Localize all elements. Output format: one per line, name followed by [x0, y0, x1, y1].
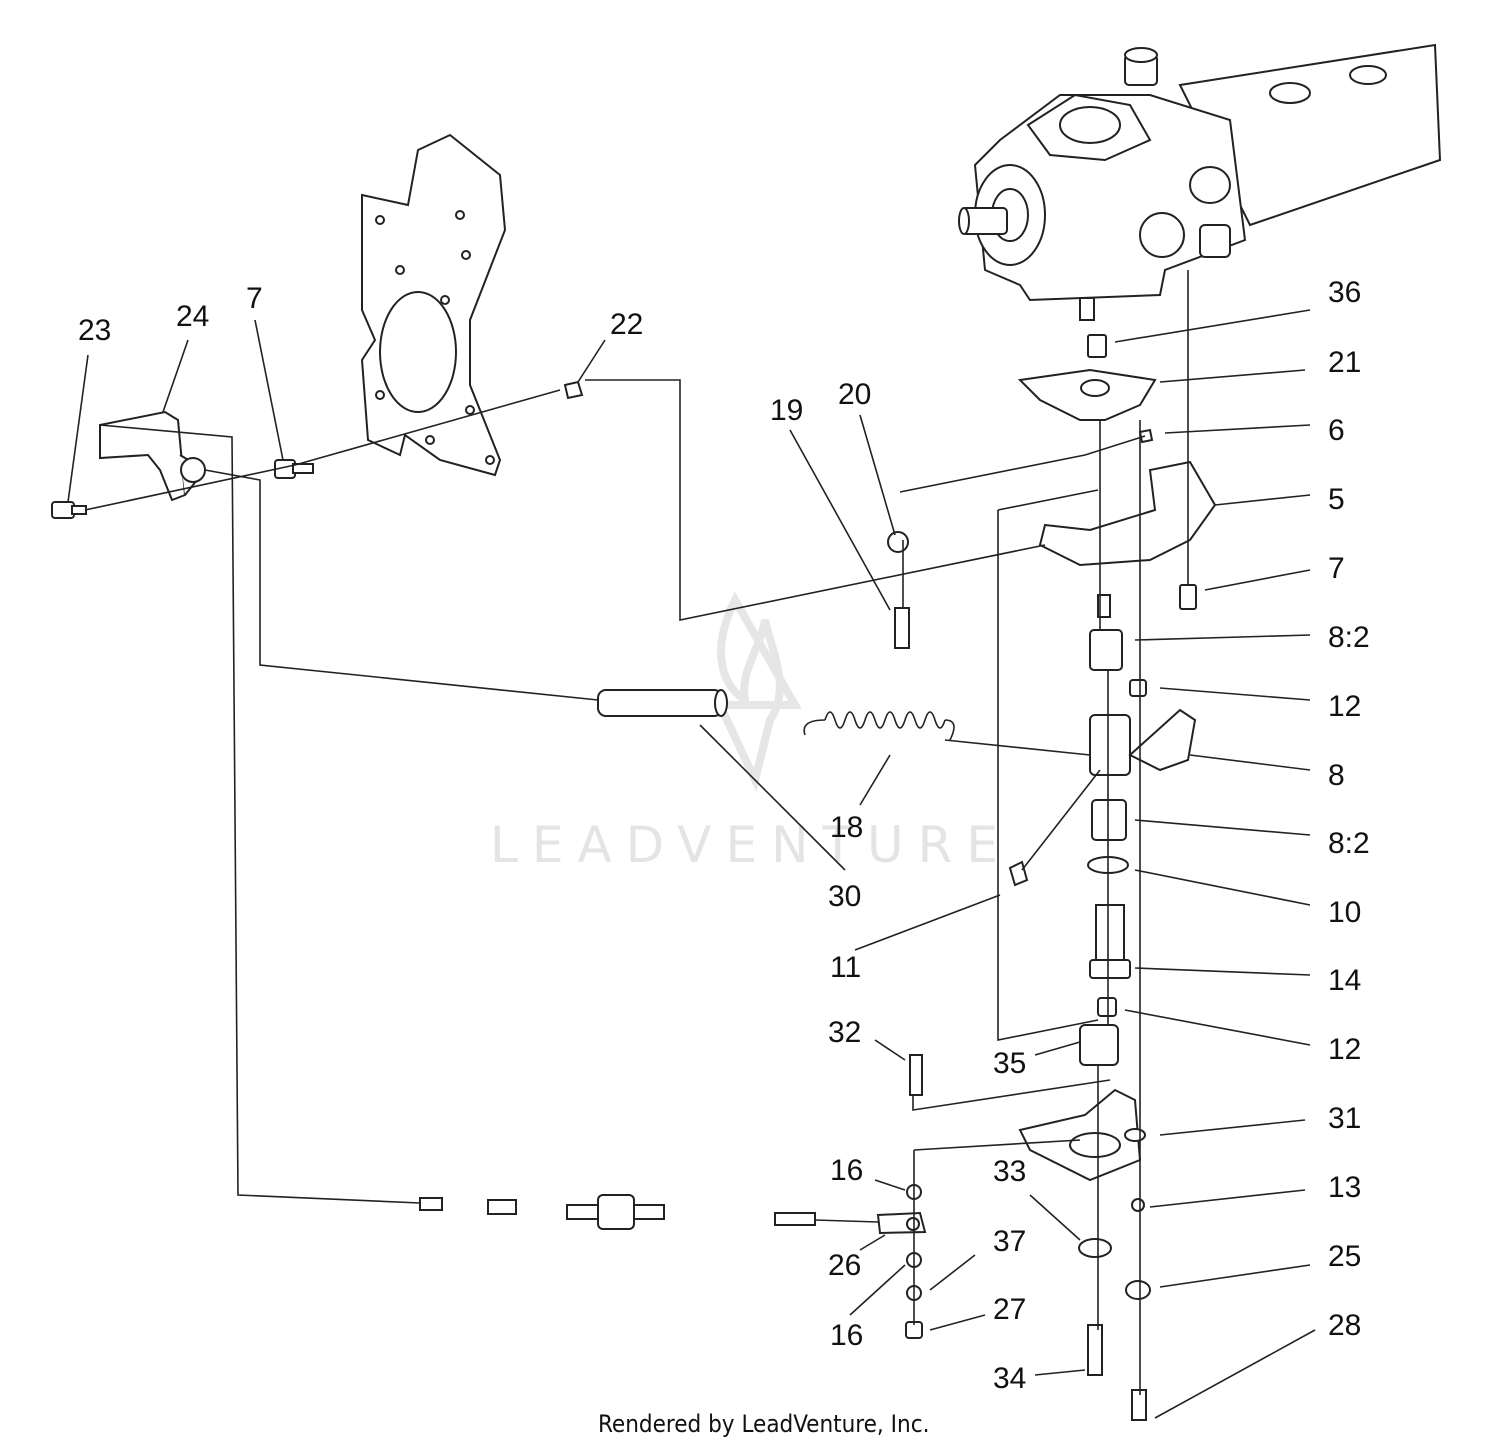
callout-5: 5	[1328, 483, 1345, 516]
callout-33: 33	[993, 1155, 1026, 1188]
callout-11: 11	[830, 951, 861, 984]
callout-7-left: 7	[246, 282, 263, 315]
callout-28: 28	[1328, 1309, 1361, 1342]
callout-18: 18	[830, 811, 863, 844]
callout-24: 24	[176, 300, 209, 333]
mounting-plate	[360, 133, 507, 477]
callout-12-lower: 12	[1328, 1033, 1361, 1066]
hydraulic-pump	[958, 43, 1442, 321]
callout-8-2-upper: 8:2	[1328, 621, 1370, 654]
leader-lines	[67, 309, 1316, 1419]
callout-26: 26	[828, 1249, 861, 1282]
callout-27: 27	[993, 1293, 1026, 1326]
callout-8-2-lower: 8:2	[1328, 827, 1370, 860]
callout-labels: 36 21 6 5 7 8:2 12 8 8:2 10 14 12 31 13 …	[78, 276, 1370, 1395]
callout-16-lower: 16	[830, 1319, 863, 1352]
callout-6: 6	[1328, 414, 1345, 447]
callout-25: 25	[1328, 1240, 1361, 1273]
callout-23: 23	[78, 314, 111, 347]
callout-34: 34	[993, 1362, 1026, 1395]
callout-32: 32	[828, 1016, 861, 1049]
callout-20: 20	[838, 378, 871, 411]
center-stack	[887, 334, 1217, 1421]
control-cable	[419, 1194, 927, 1235]
assembly-lines	[84, 270, 1189, 1395]
watermark-text: LEADVENTURE	[490, 816, 1012, 874]
callout-16-upper: 16	[830, 1154, 863, 1187]
left-hardware	[51, 380, 584, 519]
callout-22: 22	[610, 308, 643, 341]
watermark: LEADVENTURE	[490, 591, 1012, 874]
callout-14: 14	[1328, 964, 1361, 997]
callout-8: 8	[1328, 759, 1345, 792]
callout-31: 31	[1328, 1102, 1361, 1135]
callout-19: 19	[770, 394, 803, 427]
callout-10: 10	[1328, 896, 1361, 929]
callout-7-right: 7	[1328, 552, 1345, 585]
callout-13: 13	[1328, 1171, 1361, 1204]
callout-21: 21	[1328, 346, 1361, 379]
spring-and-sleeve	[597, 689, 955, 741]
callout-35: 35	[993, 1047, 1026, 1080]
callout-30: 30	[828, 880, 861, 913]
callout-36: 36	[1328, 276, 1361, 309]
render-credit: Rendered by LeadVenture, Inc.	[598, 1410, 929, 1438]
callout-12-upper: 12	[1328, 690, 1361, 723]
callout-37: 37	[993, 1225, 1026, 1258]
